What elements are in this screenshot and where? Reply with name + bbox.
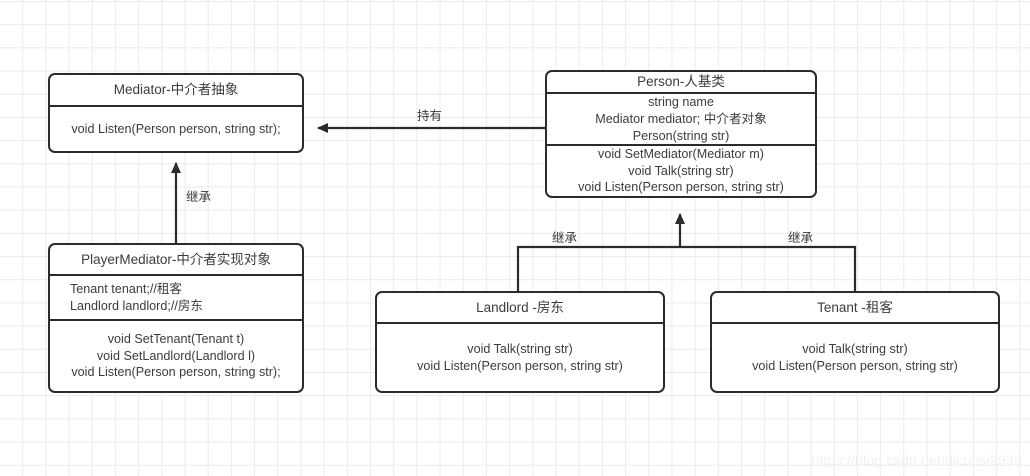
class-title-landlord: Landlord -房东 [476, 299, 564, 315]
class-box-landlord[interactable]: Landlord -房东 void Talk(string str) void … [375, 291, 665, 393]
class-methods-person: void SetMediator(Mediator m) void Talk(s… [547, 144, 815, 196]
edge-label-inherits-tenant: 继承 [788, 231, 814, 245]
class-methods-player-mediator: void SetTenant(Tenant t) void SetLandlor… [50, 319, 302, 391]
watermark: https://blog.csdn.net/dicunsi2939 [811, 452, 1022, 468]
class-fields-player-mediator: Tenant tenant;//租客 Landlord landlord;//房… [50, 274, 302, 319]
class-title-tenant: Tenant -租客 [817, 299, 893, 315]
class-title-player-mediator: PlayerMediator-中介者实现对象 [81, 251, 271, 267]
edge-label-holds: 持有 [417, 109, 443, 123]
class-box-tenant[interactable]: Tenant -租客 void Talk(string str) void Li… [710, 291, 1000, 393]
class-methods-tenant: void Talk(string str) void Listen(Person… [712, 322, 998, 391]
class-methods-landlord: void Talk(string str) void Listen(Person… [377, 322, 663, 391]
relation-subclasses-inherit-person [516, 213, 857, 291]
class-title-mediator: Mediator-中介者抽象 [113, 82, 239, 98]
edge-label-inherits-mediator: 继承 [186, 190, 212, 204]
class-box-mediator[interactable]: Mediator-中介者抽象 void Listen(Person person… [48, 73, 304, 153]
class-title-person: Person-人基类 [637, 74, 725, 90]
class-box-person[interactable]: Person-人基类 string name Mediator mediator… [545, 70, 817, 198]
class-box-player-mediator[interactable]: PlayerMediator-中介者实现对象 Tenant tenant;//租… [48, 243, 304, 393]
class-fields-person: string name Mediator mediator; 中介者对象 Per… [547, 92, 815, 144]
edge-label-inherits-landlord: 继承 [552, 231, 578, 245]
class-methods-mediator: void Listen(Person person, string str); [50, 105, 302, 151]
